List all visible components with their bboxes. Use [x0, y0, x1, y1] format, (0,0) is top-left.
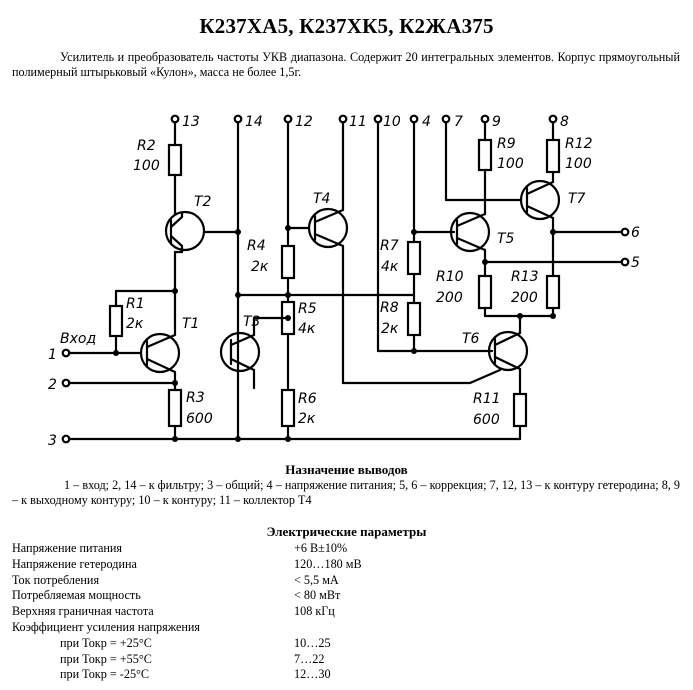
param-sublabel: при Токр = +55°С [60, 651, 152, 666]
t1-label: T1 [182, 316, 199, 332]
param-row: Коэффициент усиления напряжения [12, 620, 672, 636]
param-label: Верхняя граничная частота [12, 604, 154, 619]
param-row: Ток потребления < 5,5 мА [12, 573, 672, 589]
param-row: Потребляемая мощность < 80 мВт [12, 588, 672, 604]
param-subvalue: 10…25 [294, 635, 331, 650]
param-value: < 5,5 мА [294, 572, 339, 587]
pin-7-label: 7 [454, 114, 463, 130]
r2-value: 100 [133, 158, 160, 174]
r2-name: R2 [137, 138, 156, 154]
r11-name: R11 [473, 391, 501, 407]
r11-value: 600 [473, 412, 500, 428]
r3-name: R3 [186, 390, 205, 406]
r12-name: R12 [565, 136, 593, 152]
pin-2-label: 2 [48, 377, 57, 393]
circuit-schematic: 13 14 12 11 10 4 7 9 8 6 5 1 2 3 Вход T2… [48, 114, 640, 449]
param-value: +6 В±10% [294, 541, 348, 555]
r7-name: R7 [380, 238, 399, 254]
param-subrow: при Токр = -25°С 12…30 [12, 667, 672, 683]
param-value: < 80 мВт [294, 588, 341, 603]
param-sublabel: при Токр = +25°С [60, 635, 152, 650]
r1-value: 2к [126, 316, 144, 332]
pin-1-label: 1 [48, 347, 57, 363]
t7-label: T7 [568, 191, 586, 207]
r12-value: 100 [565, 156, 592, 172]
param-subrow: при Токр = +55°С 7…22 [12, 652, 672, 668]
t6-label: T6 [462, 331, 480, 347]
pin-13-label: 13 [182, 114, 200, 130]
r6-name: R6 [298, 391, 317, 407]
pin-3-label: 3 [48, 433, 57, 449]
parameters-table: Напряжение питания +6 В±10% Напряжение ге… [12, 541, 672, 683]
pin-6-label: 6 [631, 225, 640, 241]
input-label: Вход [60, 331, 96, 347]
r4-value: 2к [251, 259, 269, 275]
param-label: Напряжение гетеродина [12, 556, 137, 571]
param-row: Напряжение гетеродина 120…180 мВ [12, 557, 672, 573]
param-sublabel: при Токр = -25°С [60, 667, 150, 682]
page-title: К237ХА5, К237ХК5, К2ЖА375 [199, 14, 494, 38]
pin-9-label: 9 [492, 114, 501, 130]
pin-8-label: 8 [560, 114, 569, 130]
r5-name: R5 [298, 301, 317, 317]
r8-value: 2к [381, 321, 399, 337]
r13-value: 200 [511, 290, 538, 306]
r5-value: 4к [298, 321, 316, 337]
r4-name: R4 [247, 238, 266, 254]
pin-12-label: 12 [295, 114, 313, 130]
r9-name: R9 [497, 136, 516, 152]
r6-value: 2к [298, 411, 316, 427]
pin-10-label: 10 [383, 114, 401, 130]
t5-label: T5 [497, 231, 515, 247]
r10-value: 200 [436, 290, 463, 306]
param-value: 108 кГц [294, 604, 335, 619]
parameters-heading: Электрические параметры [266, 524, 427, 539]
t3-label: T3 [243, 314, 260, 330]
r8-name: R8 [380, 300, 399, 316]
r10-name: R10 [436, 269, 464, 285]
pin-4-label: 4 [422, 114, 431, 130]
r1-name: R1 [126, 296, 145, 312]
pin-14-label: 14 [245, 114, 263, 130]
r9-value: 100 [497, 156, 524, 172]
r7-value: 4к [381, 259, 399, 275]
pin-assignment-heading: Назначение выводов [285, 462, 408, 477]
pin-11-label: 11 [349, 114, 367, 130]
param-row: Верхняя граничная частота 108 кГц [12, 604, 672, 620]
r3-value: 600 [186, 411, 213, 427]
description: Усилитель и преобразователь частоты УКВ … [12, 50, 680, 79]
param-label: Напряжение питания [12, 541, 123, 555]
param-label: Ток потребления [12, 572, 100, 587]
t2-label: T2 [194, 194, 212, 210]
param-subvalue: 7…22 [294, 651, 325, 666]
param-row: Напряжение питания +6 В±10% [12, 541, 672, 557]
param-label: Коэффициент усиления напряжения [12, 619, 201, 634]
t4-label: T4 [313, 191, 330, 207]
param-subvalue: 12…30 [294, 667, 331, 682]
pin-5-label: 5 [631, 255, 640, 271]
pin-assignment-text: 1 – вход; 2, 14 – к фильтру; 3 – общий; … [12, 478, 680, 507]
param-subrow: при Токр = +25°С 10…25 [12, 636, 672, 652]
r13-name: R13 [511, 269, 539, 285]
param-label: Потребляемая мощность [12, 588, 141, 603]
param-value: 120…180 мВ [294, 556, 362, 571]
